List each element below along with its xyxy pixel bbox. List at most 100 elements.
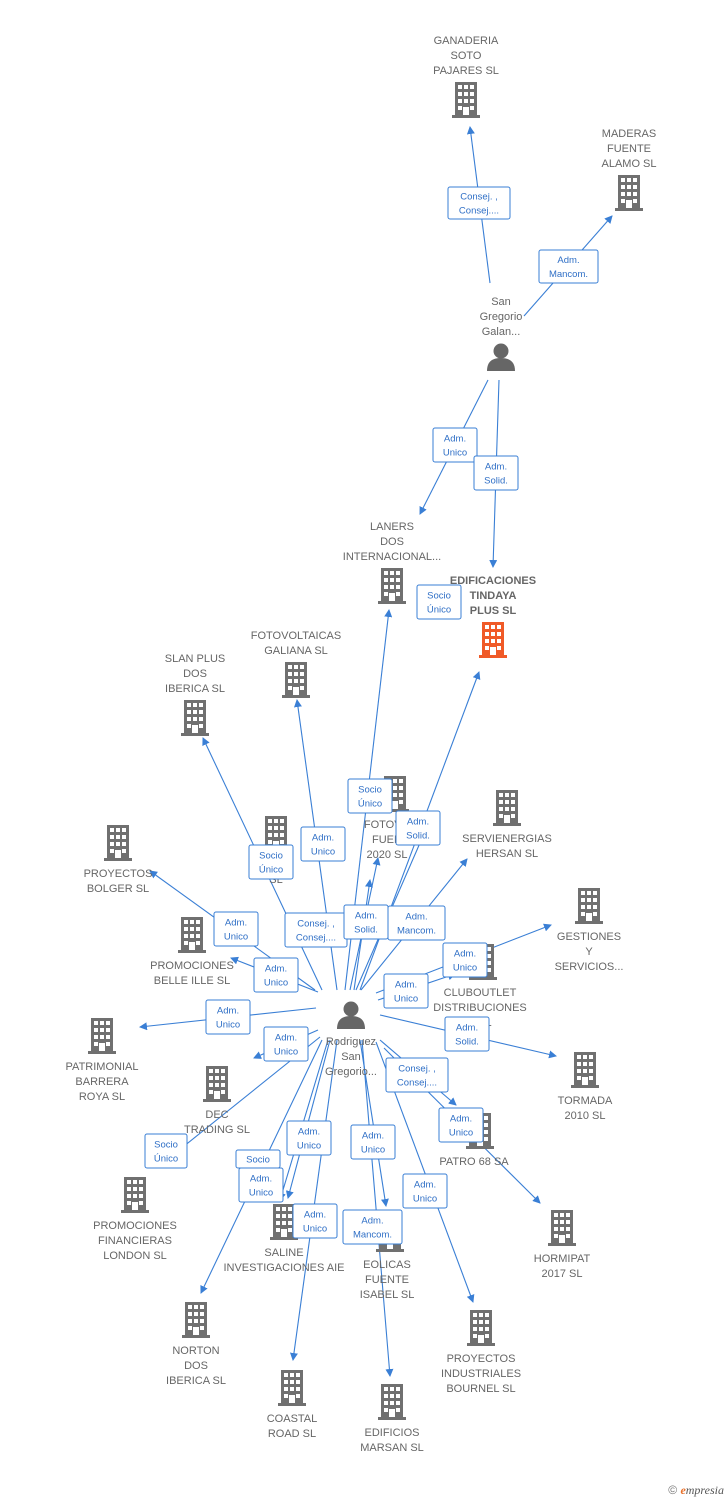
edge-label-box	[402, 1173, 448, 1209]
node-label-line: TORMADA	[558, 1095, 613, 1107]
edge-label-text: Mancom.	[397, 926, 436, 937]
edge-label-text: Mancom.	[549, 269, 588, 280]
edge-label-text: Consej....	[459, 206, 499, 217]
edge-label-e-r-saline[interactable]: Adm.Unico	[286, 1120, 332, 1156]
node-label-line: INVESTIGACIONES AIE	[223, 1262, 344, 1274]
node-label-line: BOURNEL SL	[446, 1383, 515, 1395]
brand-logo[interactable]: empresia	[680, 1483, 724, 1497]
edge-label-box	[292, 1203, 338, 1239]
edge-label-box	[213, 911, 259, 947]
edge-label-text: Adm.	[361, 1216, 383, 1227]
node-label-line: Rodriguez	[326, 1036, 376, 1048]
edge-label-text: Adm.	[250, 1174, 272, 1185]
edge-label-e-r-coastal[interactable]: Adm.Unico	[292, 1203, 338, 1239]
edge-label-e-r-servi[interactable]: Adm.Mancom.	[387, 905, 446, 941]
node-label-line: EOLICAS	[363, 1259, 411, 1271]
edge-label-e-r-gestiones[interactable]: Adm.Unico	[442, 942, 488, 978]
node-label-line: San	[341, 1051, 361, 1063]
node-label-line: FUENTE	[365, 1274, 409, 1286]
node-label-line: EDIFICACIONES	[450, 575, 536, 587]
edge-label-box	[350, 1124, 396, 1160]
edge-label-text: Unico	[297, 1141, 321, 1152]
company-node-laners[interactable]: LANERSDOSINTERNACIONAL...	[343, 521, 441, 604]
edge-label-e-r-bournel[interactable]: Adm.Unico	[402, 1173, 448, 1209]
edge-label-text: Unico	[274, 1047, 298, 1058]
edge-label-box	[387, 905, 446, 941]
edge-label-box	[300, 826, 346, 862]
node-label-line: Galan...	[482, 326, 521, 338]
node-label-line: ROAD SL	[268, 1428, 316, 1440]
edge-label-e-r-club[interactable]: Adm.Unico	[383, 973, 429, 1009]
edge-label-text: Adm.	[414, 1180, 436, 1191]
edge-label-e-r-belle[interactable]: Adm.Unico	[253, 957, 299, 993]
edge-label-e-r-fotovoltaicas[interactable]: Adm.Unico	[300, 826, 346, 862]
edge-label-text: Adm.	[485, 462, 507, 473]
building-icon	[278, 1370, 306, 1406]
edge-label-text: Consej. ,	[398, 1064, 436, 1075]
company-node-gestiones[interactable]: GESTIONESYSERVICIOS...	[555, 888, 624, 973]
edge-label-box	[248, 844, 294, 880]
person-node-sangregorio[interactable]: SanGregorioGalan...	[480, 296, 523, 371]
node-label-line: BARRERA	[75, 1076, 129, 1088]
edge-label-text: Unico	[303, 1224, 327, 1235]
node-label-line: ALAMO SL	[601, 158, 656, 170]
edge-label-e-r-edif-solid[interactable]: Adm.Solid.	[395, 810, 441, 846]
building-icon	[203, 1066, 231, 1102]
edge-label-e-r-marsan[interactable]: Adm.Mancom.	[342, 1209, 403, 1245]
edge-label-e-sg-maderas[interactable]: Adm.Mancom.	[538, 249, 599, 284]
edge-label-e-r-saline-socio[interactable]: Socio	[235, 1149, 281, 1169]
edge-label-e-r-fotovo-solid[interactable]: Adm.Solid.	[343, 904, 389, 940]
edge-label-text: Consej....	[397, 1078, 437, 1089]
node-label-line: NORTON	[172, 1345, 219, 1357]
edge-label-e-r-hormipat[interactable]: Adm.Unico	[438, 1107, 484, 1143]
edge-label-text: Unico	[453, 963, 477, 974]
node-label-line: DEC	[205, 1109, 228, 1121]
edge-label-e-r-fotovo-consej[interactable]: Consej. ,Consej....	[284, 912, 348, 948]
edge-label-e-r-bolger[interactable]: Adm.Unico	[213, 911, 259, 947]
edge-label-e-r-tormada[interactable]: Adm.Solid.	[444, 1016, 490, 1052]
edge-label-box	[416, 584, 462, 620]
edge-label-e-r-eolicas[interactable]: Adm.Unico	[350, 1124, 396, 1160]
copyright-symbol: ©	[668, 1483, 678, 1497]
edge-e-r-saline	[285, 1039, 331, 1199]
edge-label-e-r-patrimonial[interactable]: Adm.Unico	[205, 999, 251, 1035]
edge-label-e-r-norton[interactable]: Adm. Unico	[238, 1167, 284, 1203]
edge-label-e-r-deca[interactable]: Adm.Unico	[263, 1026, 309, 1062]
person-node-rodriguez[interactable]: RodriguezSanGregorio...	[325, 1001, 377, 1079]
edge-label-e-sg-laners[interactable]: Adm.Unico	[432, 427, 478, 463]
edge-label-e-r-patro[interactable]: Consej. , Consej....	[385, 1057, 449, 1093]
edge-label-box	[286, 1120, 332, 1156]
building-icon	[575, 888, 603, 924]
edge-label-text: Consej. ,	[297, 919, 335, 930]
edge-label-text: Unico	[249, 1188, 273, 1199]
edge-label-e-sg-ganaderia[interactable]: Consej. ,Consej....	[447, 186, 511, 220]
edge-label-e-sg-edif[interactable]: Adm.Solid.	[473, 455, 519, 491]
company-node-patro68[interactable]: PATRO 68 SA	[439, 1113, 509, 1168]
edge-label-text: Socio	[259, 851, 283, 862]
